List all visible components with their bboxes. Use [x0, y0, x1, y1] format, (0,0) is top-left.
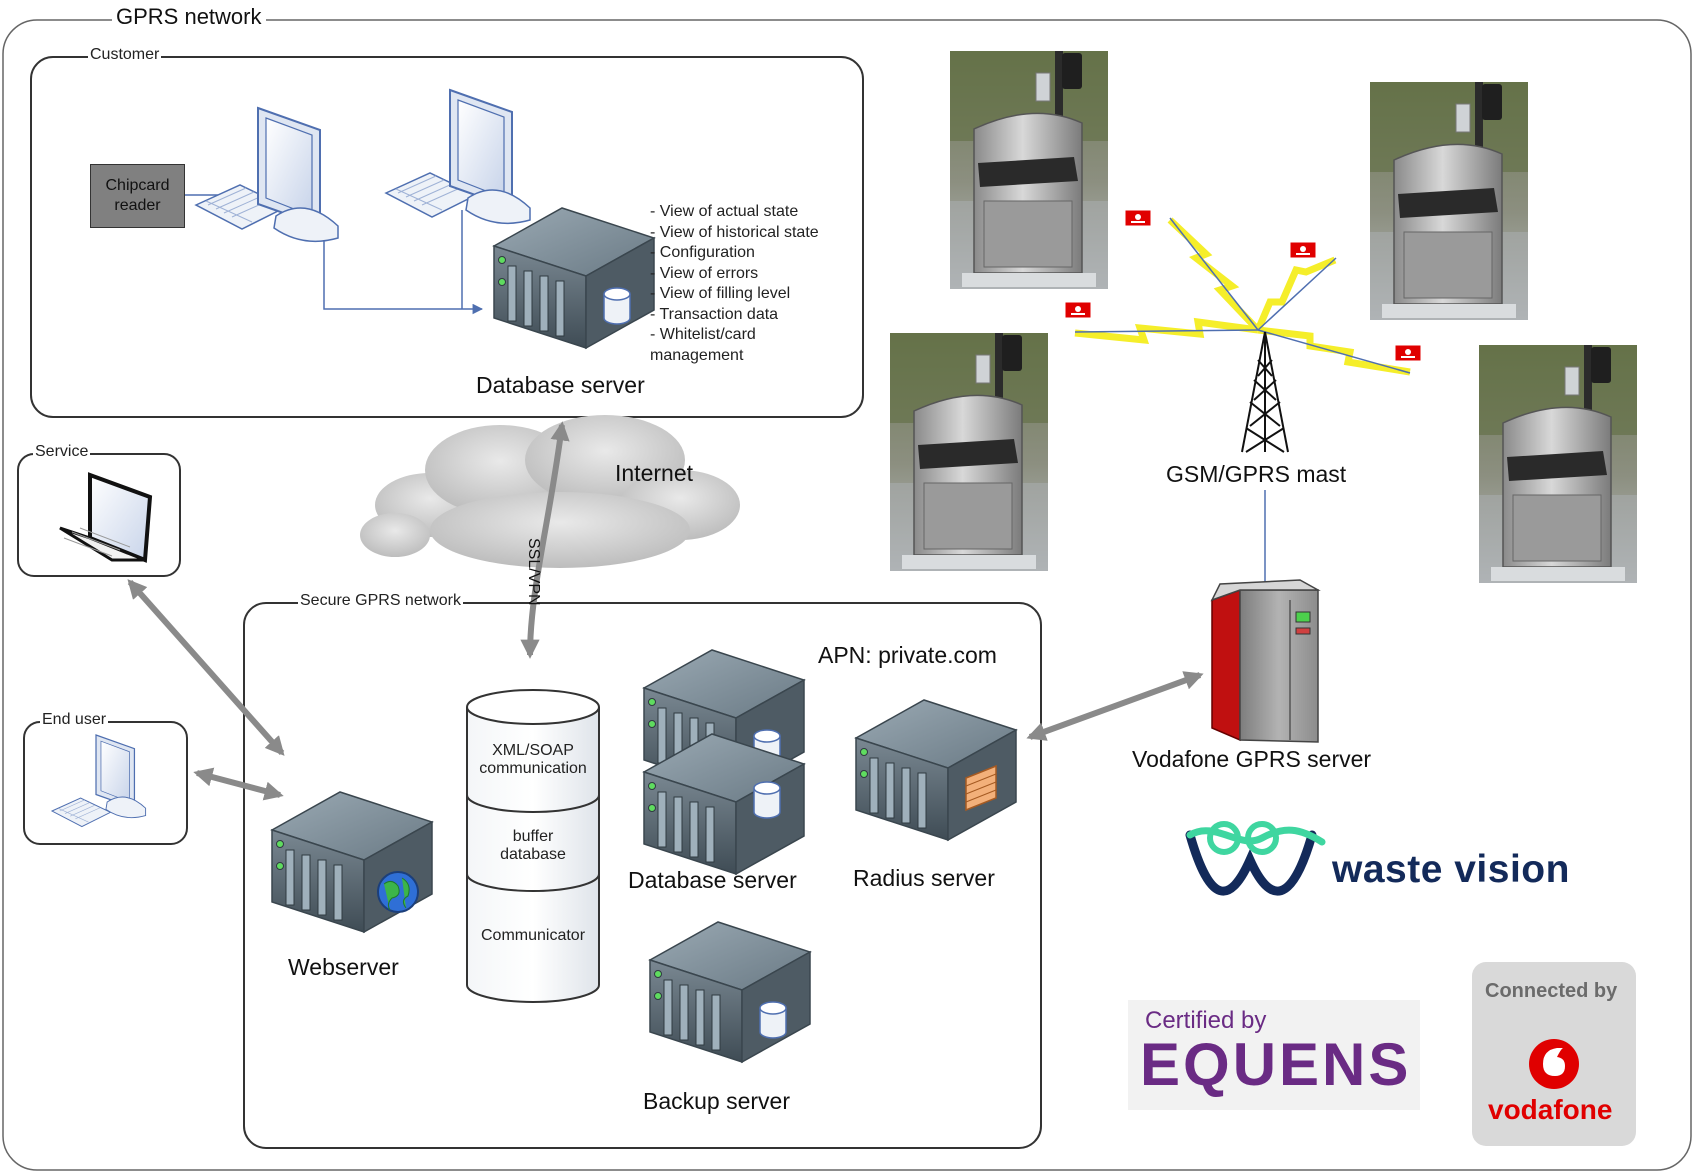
certified-by-label: Certified by [1145, 1007, 1267, 1034]
connected-by-label: Connected by [1485, 980, 1618, 1002]
communication-stack [466, 689, 600, 1003]
backup-server-label: Backup server [643, 1088, 791, 1114]
internet-label: Internet [615, 460, 693, 486]
group-title-end-user: End user [40, 711, 109, 729]
customer-monitor-1 [257, 107, 339, 243]
ssl-vpn-label: SSL/VPN [525, 538, 542, 606]
feature-item: - Configuration [650, 244, 755, 261]
customer-monitor-2 [449, 89, 531, 225]
vodafone-flag-icon-3 [1064, 301, 1092, 319]
webserver-label: Webserver [288, 954, 399, 980]
radius-server-label: Radius server [853, 865, 995, 891]
waste-container-photo-1 [949, 50, 1109, 290]
globe-icon [377, 871, 419, 913]
lightning-links [1074, 217, 1411, 376]
stack-bottom-label: Communicator [480, 927, 586, 944]
vodafone-gprs-server-icon [1210, 579, 1321, 743]
feature-item: - Whitelist/card [650, 326, 756, 343]
secure-gprs-frame [243, 602, 1042, 1149]
stack-top-line-1: XML/SOAP [492, 742, 574, 759]
chipcard-reader-label-2: reader [114, 197, 161, 214]
gprs-network-frame [2, 19, 1692, 1171]
vodafone-flag-icon-1 [1124, 209, 1152, 227]
customer-database-server-label: Database server [476, 372, 645, 398]
group-title-gprs-network: GPRS network [112, 4, 266, 30]
equens-logo-text: EQUENS [1140, 1031, 1412, 1098]
backup-server-icon [649, 921, 811, 1063]
vodafone-gprs-server-label: Vodafone GPRS server [1132, 746, 1372, 772]
group-title-customer: Customer [88, 46, 162, 64]
stack-top-line-2: communication [479, 760, 587, 777]
apn-label: APN: private.com [818, 642, 997, 668]
end-user-keyboard [51, 797, 111, 828]
feature-item: - View of filling level [650, 285, 791, 302]
chipcard-reader: Chipcard reader [90, 164, 185, 228]
stack-middle-label: buffer database [467, 828, 599, 864]
customer-frame [30, 56, 864, 418]
vodafone-logo-text: vodafone [1488, 1094, 1613, 1125]
stack-middle-line-2: database [500, 846, 566, 863]
group-title-secure-gprs: Secure GPRS network [298, 592, 463, 610]
customer-feature-list: - View of actual state - View of histori… [650, 202, 850, 366]
waste-container-photo-3 [889, 332, 1049, 572]
waste-vision-logo-mark [1185, 821, 1326, 896]
feature-item: management [650, 346, 744, 364]
vodafone-flag-icon-4 [1394, 344, 1422, 362]
vodafone-speechmark-icon [1529, 1039, 1579, 1089]
service-frame [17, 453, 181, 577]
feature-item: - View of errors [650, 264, 759, 282]
chipcard-reader-label-1: Chipcard [105, 177, 170, 194]
radius-server-icon [855, 699, 1017, 841]
service-laptop-icon [59, 472, 153, 563]
radius-vodafone-arrow [1026, 671, 1204, 741]
end-user-monitor [95, 734, 147, 819]
waste-vision-logo-text: waste vision [1332, 848, 1570, 891]
feature-item: - Transaction data [650, 305, 779, 323]
stack-middle-line-1: buffer [512, 828, 554, 845]
monitor1-to-db-line [323, 240, 484, 315]
firewall-icon [965, 764, 997, 812]
ssl-vpn-arrow [520, 421, 570, 659]
database-server-label: Database server [628, 867, 797, 893]
vodafone-flag-icon-2 [1289, 241, 1317, 259]
equens-logo-bg [1128, 1000, 1420, 1110]
waste-container-photo-2 [1369, 81, 1529, 321]
feature-item: - View of historical state [650, 223, 819, 241]
service-webserver-arrow [127, 579, 285, 756]
feature-item: - View of actual state [650, 203, 799, 220]
group-title-service: Service [33, 443, 91, 461]
waste-container-photo-4 [1478, 344, 1638, 584]
enduser-webserver-arrow [193, 767, 284, 801]
webserver-icon [271, 791, 433, 933]
gsm-gprs-mast-label: GSM/GPRS mast [1166, 461, 1347, 487]
stack-top-label: XML/SOAP communication [467, 742, 599, 778]
gsm-mast-icon [1241, 331, 1289, 453]
customer-database-server-icon [493, 207, 655, 349]
